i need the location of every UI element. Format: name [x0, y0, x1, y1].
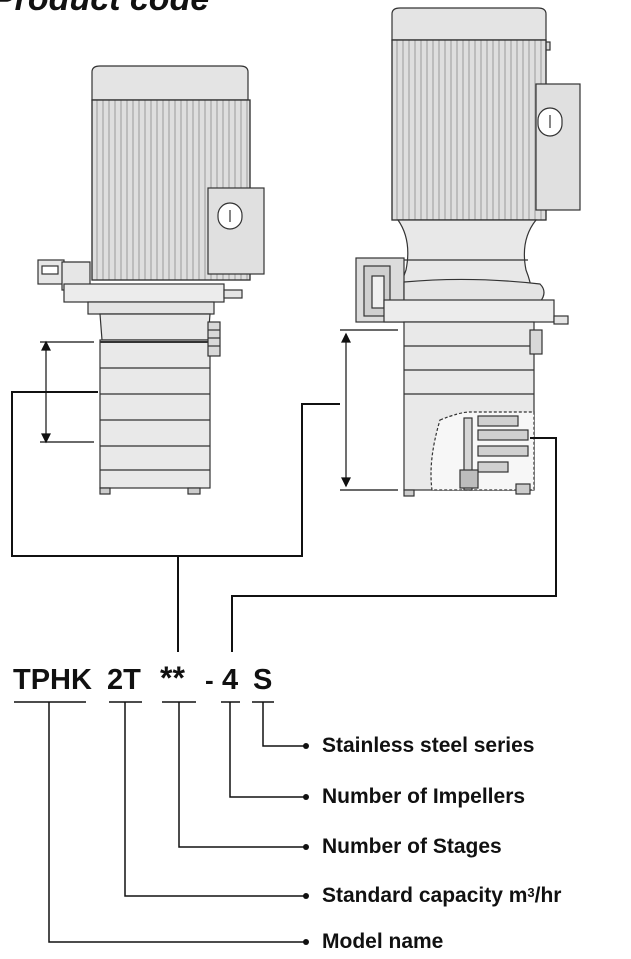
callout-dots	[303, 743, 309, 945]
code-capacity: 2T	[107, 664, 141, 696]
connector-lines	[11, 391, 557, 652]
label-model-name: Model name	[322, 930, 444, 953]
label-number-of-impellers: Number of Impellers	[322, 785, 526, 808]
page-title: Product code	[0, 0, 209, 19]
code-dash: -	[205, 665, 214, 695]
code-stages: **	[160, 660, 185, 696]
label-standard-capacity-text: Standard capacity m	[322, 884, 528, 907]
code-model: TPHK	[13, 664, 92, 696]
code-impellers: 4	[222, 664, 239, 696]
code-series: S	[253, 664, 273, 696]
label-stainless-steel-series: Stainless steel series	[322, 734, 535, 757]
label-standard-capacity-sup: 3	[527, 885, 535, 900]
callout-leaders	[48, 702, 304, 943]
right-dimension-marker	[340, 329, 398, 491]
left-pump-illustration	[37, 65, 265, 495]
label-number-of-stages: Number of Stages	[322, 835, 502, 858]
label-standard-capacity-unit: /hr	[534, 884, 562, 907]
right-pump-illustration	[355, 7, 581, 497]
label-standard-capacity: Standard capacity m3/hr	[322, 884, 561, 908]
